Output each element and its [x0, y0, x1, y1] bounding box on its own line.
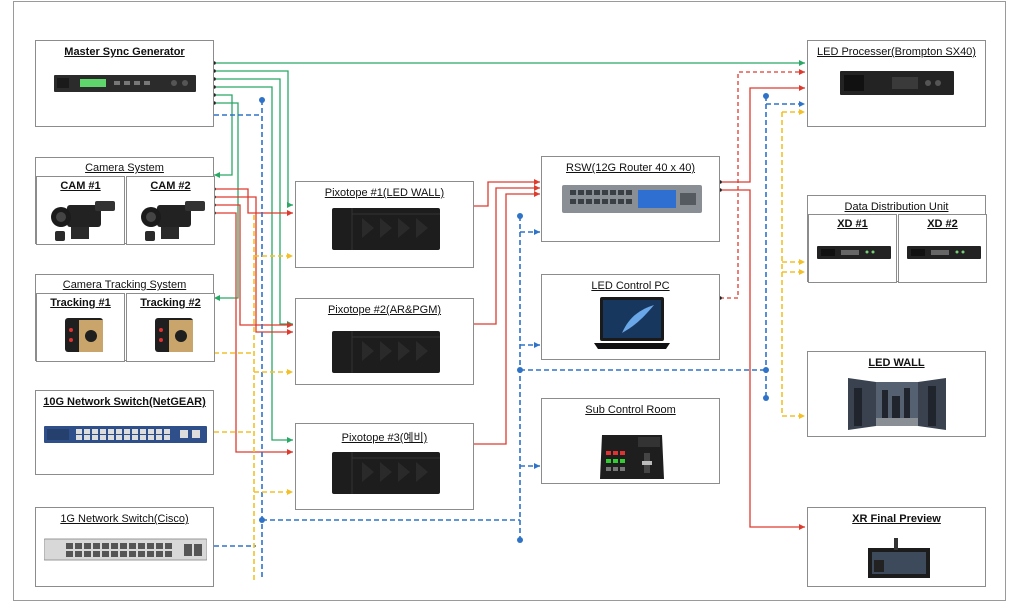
render-server-icon [332, 208, 440, 250]
sub-control-room-title: Sub Control Room [585, 404, 676, 416]
cam1-label: CAM #1 [60, 180, 101, 192]
rack-unit-icon [54, 75, 196, 92]
cam2-label: CAM #2 [150, 180, 191, 192]
connection-wires [212, 60, 805, 580]
network-nodes [259, 93, 769, 543]
master-sync-box: Master Sync Generator [35, 40, 214, 127]
master-sync-title: Master Sync Generator [64, 46, 185, 58]
xd1-box: XD #1 [808, 214, 897, 283]
broadcast-camera-icon [51, 201, 115, 241]
cam1-box: CAM #1 [36, 176, 125, 245]
data-distribution-icon [817, 246, 891, 259]
tracking2-box: Tracking #2 [126, 293, 215, 362]
switch-1g-box: 1G Network Switch(Cisco) [35, 507, 214, 587]
diagram-canvas: Master Sync Generator Camera System CAM … [13, 1, 1006, 601]
rsw-title: RSW(12G Router 40 x 40) [566, 162, 695, 174]
video-lines [214, 85, 805, 530]
pixotope1-box: Pixotope #1(LED WALL) [295, 181, 474, 268]
switch-10g-box: 10G Network Switch(NetGEAR) [35, 390, 214, 475]
genlock-lines [214, 60, 805, 443]
network-lines [214, 96, 805, 580]
xr-preview-box: XR Final Preview [807, 507, 986, 587]
xd2-label: XD #2 [927, 218, 958, 230]
xd1-label: XD #1 [837, 218, 868, 230]
led-wall-box: LED WALL [807, 351, 986, 437]
data-distribution-title: Data Distribution Unit [844, 201, 949, 213]
led-processor-title: LED Processer(Brompton SX40) [817, 46, 976, 58]
pixotope2-box: Pixotope #2(AR&PGM) [295, 298, 474, 385]
led-control-pc-box: LED Control PC [541, 274, 720, 360]
data-distribution-box: Data Distribution Unit XD #1 XD #2 [807, 195, 987, 283]
xd2-box: XD #2 [898, 214, 987, 283]
pixotope3-box: Pixotope #3(예비) [295, 423, 474, 510]
rsw-box: RSW(12G Router 40 x 40) [541, 156, 720, 242]
network-switch-icon [44, 426, 207, 443]
tracking-lines [214, 109, 805, 580]
video-router-icon [562, 185, 702, 213]
tracking1-box: Tracking #1 [36, 293, 125, 362]
tracking-sensor-icon [65, 318, 103, 352]
sub-control-room-box: Sub Control Room [541, 398, 720, 484]
led-processor-box: LED Processer(Brompton SX40) [807, 40, 986, 127]
camera-tracking-box: Camera Tracking System Tracking #1 Track… [35, 274, 215, 362]
camera-tracking-title: Camera Tracking System [62, 279, 187, 291]
xr-preview-title: XR Final Preview [852, 513, 941, 525]
led-wall-icon [848, 378, 946, 430]
camera-system-box: Camera System CAM #1 CAM #2 [35, 157, 215, 245]
cam2-box: CAM #2 [126, 176, 215, 245]
led-processor-icon [840, 71, 954, 95]
video-lines-dashed [720, 69, 805, 299]
tracking1-label: Tracking #1 [50, 297, 111, 309]
tracking2-label: Tracking #2 [140, 297, 201, 309]
broadcast-camera-icon [141, 201, 205, 241]
render-server-icon [332, 452, 440, 494]
pixotope2-title: Pixotope #2(AR&PGM) [327, 304, 442, 316]
camera-system-title: Camera System [85, 162, 164, 174]
render-server-icon [332, 331, 440, 373]
data-distribution-icon [907, 246, 981, 259]
network-switch-icon [44, 538, 207, 561]
pixotope3-title: Pixotope #3(예비) [341, 432, 428, 444]
switch-10g-title: 10G Network Switch(NetGEAR) [43, 396, 206, 408]
switch-1g-title: 1G Network Switch(Cisco) [60, 513, 189, 525]
preview-monitor-icon [868, 538, 930, 578]
tracking-sensor-icon [155, 318, 193, 352]
led-control-pc-title: LED Control PC [591, 280, 670, 292]
pixotope1-title: Pixotope #1(LED WALL) [324, 187, 445, 199]
switcher-panel-icon [600, 435, 664, 479]
led-wall-title: LED WALL [868, 357, 925, 369]
laptop-icon [594, 297, 670, 349]
